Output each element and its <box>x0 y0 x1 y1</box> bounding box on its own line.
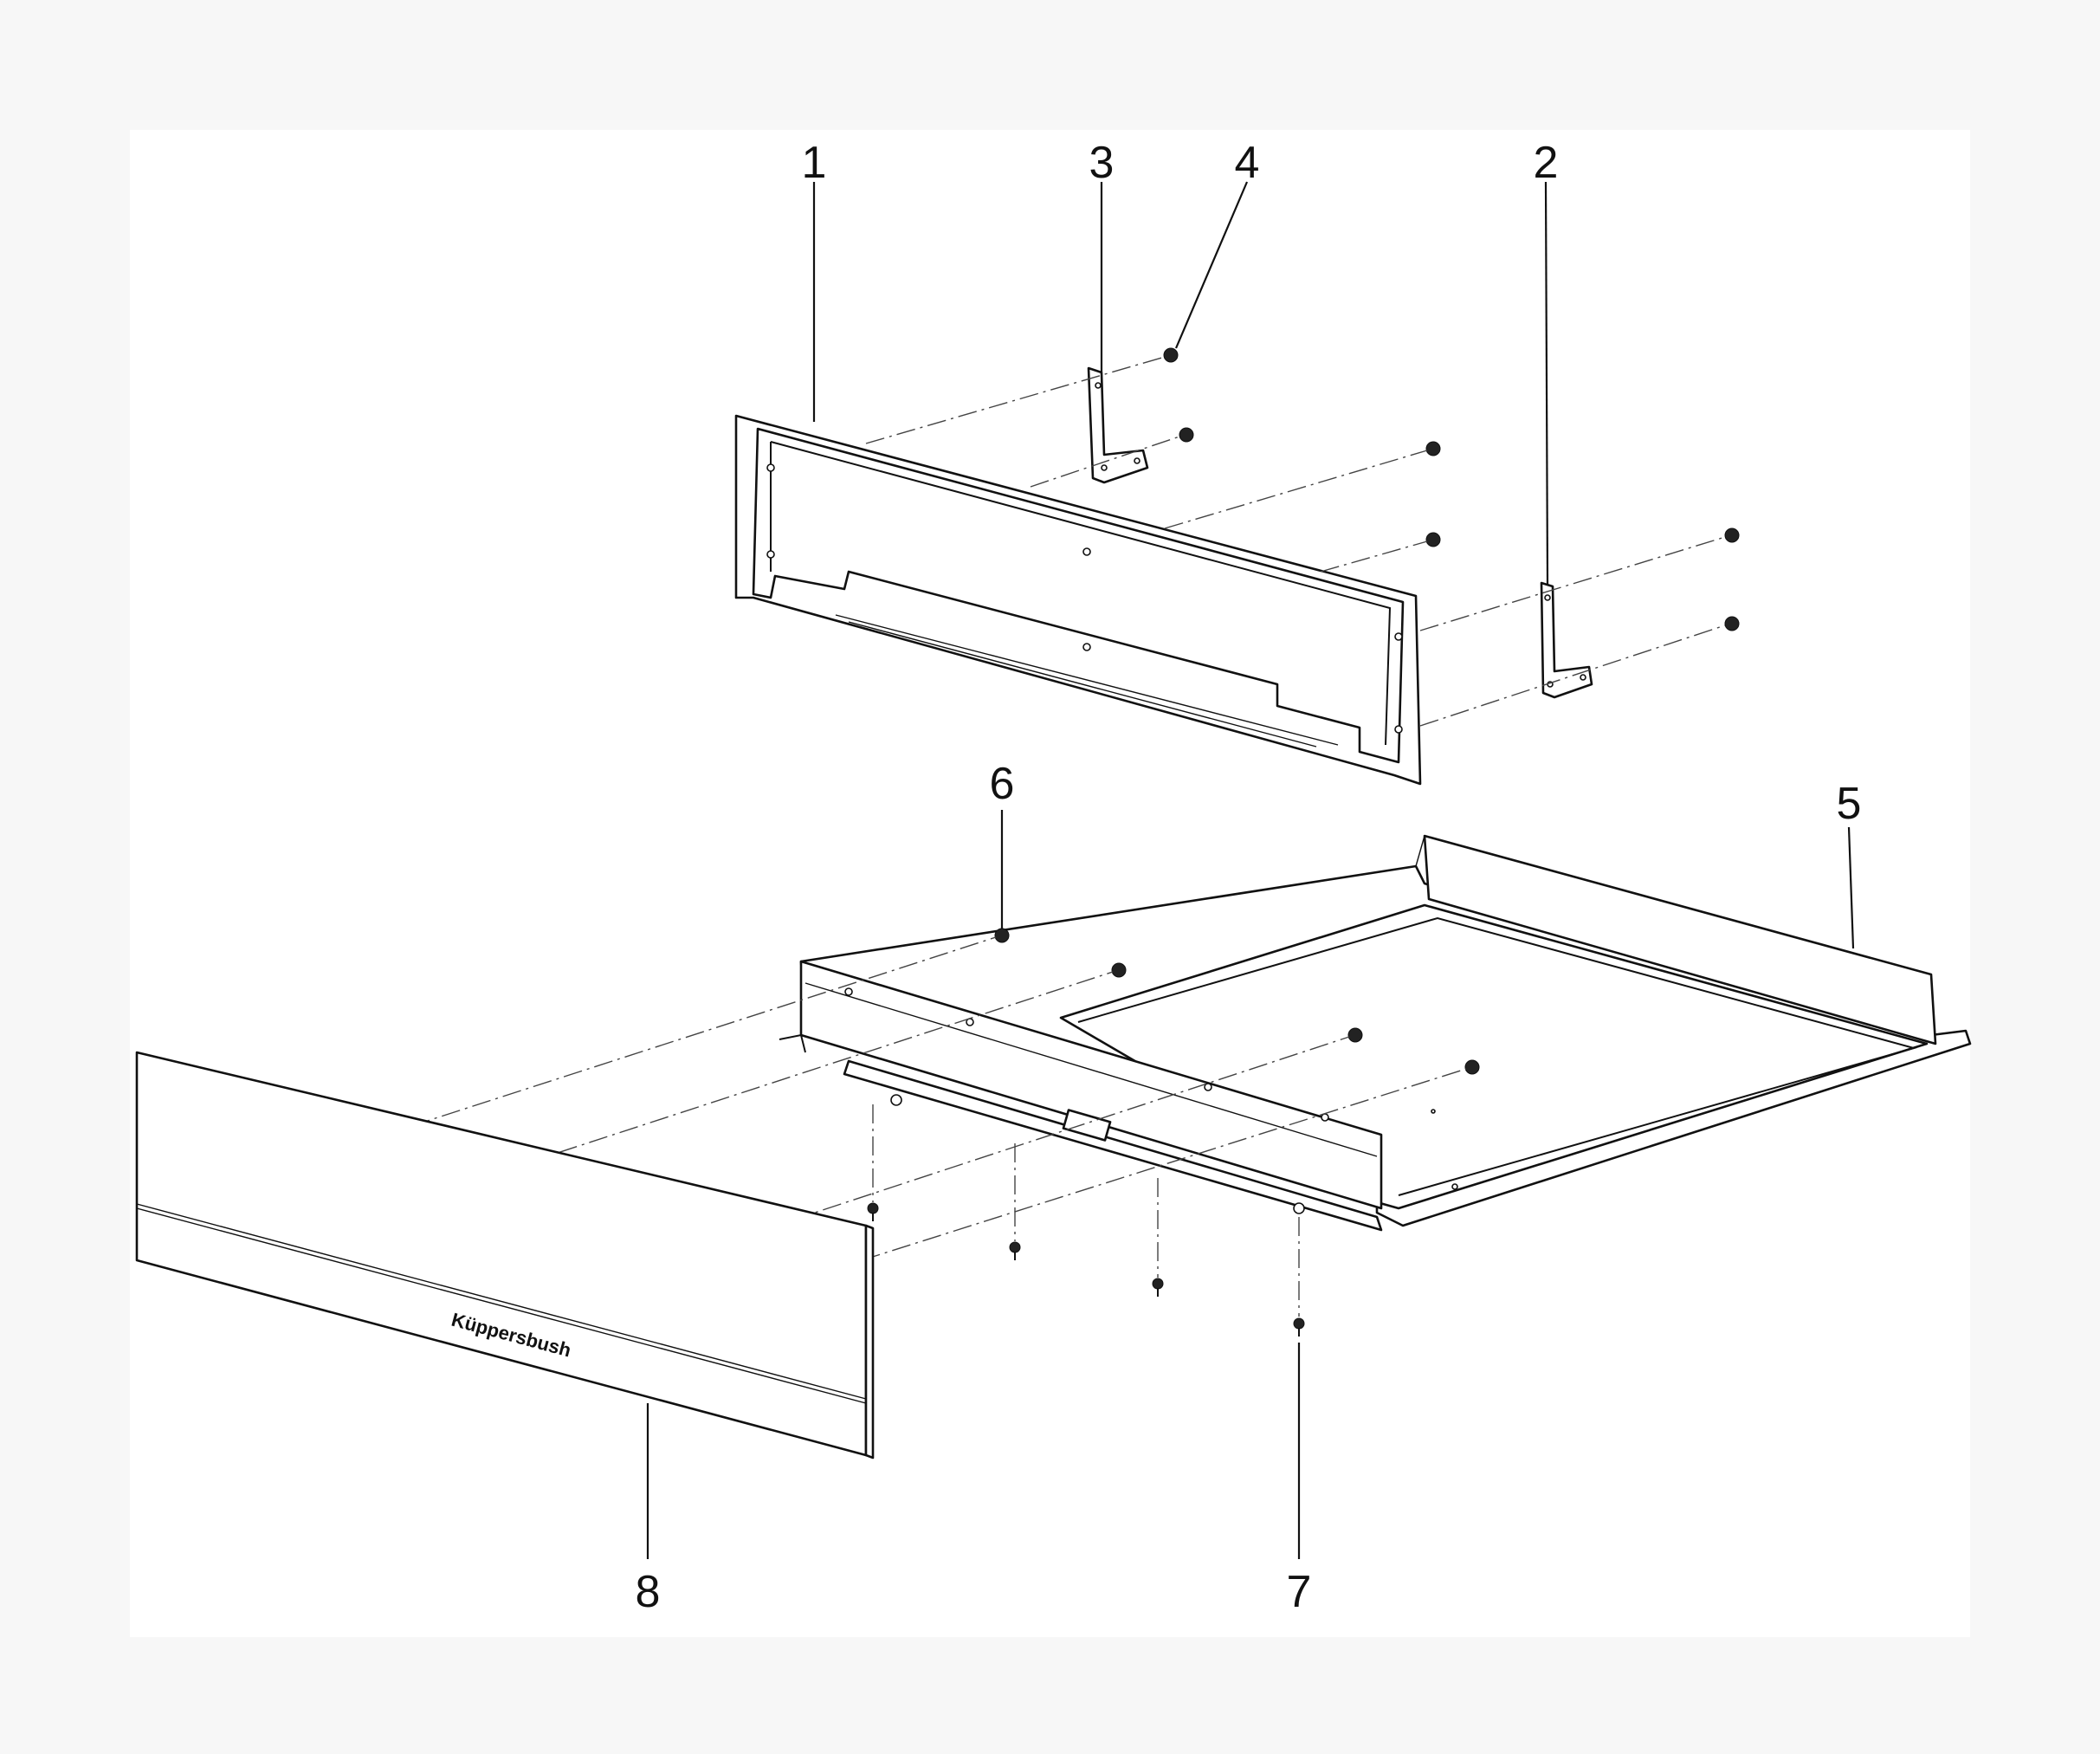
callout-5: 5 <box>1837 779 1862 829</box>
page-margin-top <box>0 0 2100 130</box>
callout-labels: 1 2 3 4 5 6 7 8 <box>636 138 1862 1617</box>
part-front-panel: Küppersbush <box>135 1051 875 1460</box>
callout-4: 4 <box>1235 138 1260 188</box>
callout-7: 7 <box>1287 1567 1312 1617</box>
part-screws-tray-top <box>994 928 1480 1075</box>
part-drawer-tray <box>779 834 1972 1232</box>
callout-3: 3 <box>1089 138 1115 188</box>
page-margin-right <box>1970 130 2100 1637</box>
part-left-bracket <box>1087 366 1149 484</box>
part-screws-tray-bottom <box>867 1202 1305 1337</box>
part-right-bracket <box>1540 581 1593 699</box>
page-margin-left <box>0 130 130 1637</box>
callout-2: 2 <box>1534 138 1559 188</box>
callout-1: 1 <box>802 138 827 188</box>
callout-6: 6 <box>990 759 1015 809</box>
leader-lines <box>646 181 1855 1559</box>
page-margin-bottom <box>0 1637 2100 1754</box>
assembly-lines-upper <box>865 356 1726 727</box>
frame-bottom-flange <box>835 614 1339 746</box>
part-rear-frame-panel <box>734 414 1422 786</box>
part-screws-upper <box>1163 347 1740 631</box>
assembly-lines-lower <box>410 936 1467 1317</box>
callout-8: 8 <box>636 1567 661 1617</box>
